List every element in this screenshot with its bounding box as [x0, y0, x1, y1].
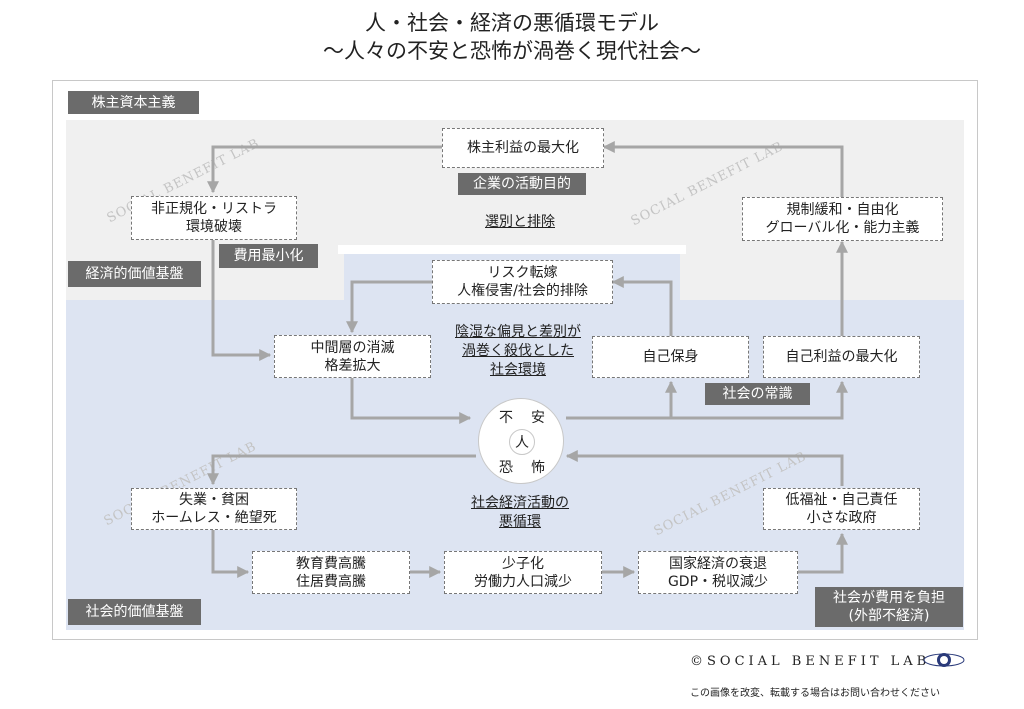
node-line: 株主利益の最大化 [467, 140, 579, 156]
node-line: GDP・税収減少 [667, 573, 769, 590]
diagram-title: 人・社会・経済の悪循環モデル [365, 11, 659, 35]
arrow-dereg-to-profit [602, 141, 844, 197]
arrow-unemploy-to-costs [211, 530, 250, 578]
caption-line: 社会経済活動の [471, 495, 569, 511]
caption-line: 渦巻く殺伐とした [462, 343, 574, 359]
tag-line: (外部不経済) [848, 608, 930, 624]
node-cost-cutting: 非正規化・リストラ 環境破壊 [131, 196, 297, 240]
caption-line: 陰湿な偏見と差別が [455, 324, 581, 340]
arrow-welfare-to-center [565, 450, 844, 486]
arrow-middle-to-center [350, 378, 472, 424]
node-shareholder-profit: 株主利益の最大化 [442, 128, 604, 168]
center-char: 恐 [499, 460, 513, 476]
arrow-selfprotect-to-risk [611, 276, 673, 336]
logo-emblem-icon [923, 653, 965, 667]
node-low-welfare: 低福祉・自己責任 小さな政府 [763, 488, 920, 530]
node-middle-class: 中間層の消滅 格差拡大 [274, 335, 431, 378]
section-shareholder-capitalism: 株主資本主義 [68, 91, 199, 114]
node-deregulation: 規制緩和・自由化 グローバル化・能力主義 [742, 197, 943, 241]
node-line: 住居費高騰 [296, 573, 366, 590]
node-economic-decline: 国家経済の衰退 GDP・税収減少 [638, 551, 798, 594]
tag-cost-minimization: 費用最小化 [219, 244, 318, 268]
node-line: 国家経済の衰退 [669, 555, 767, 572]
center-char: 人 [515, 435, 529, 451]
tag-line: 社会が費用を負担 [833, 590, 945, 606]
arrow-center-to-selfinterest [671, 380, 848, 420]
node-line: 低福祉・自己責任 [785, 492, 898, 508]
section-economic-foundation: 経済的価値基盤 [68, 261, 201, 287]
node-line: 失業・貧困 [179, 492, 249, 508]
center-char: 不 [499, 410, 513, 426]
node-line: 非正規化・リストラ [151, 201, 277, 217]
center-char: 安 [531, 410, 545, 426]
band-divider [338, 245, 686, 254]
node-rising-costs: 教育費高騰 住居費高騰 [252, 551, 410, 594]
node-line: リスク転嫁 [487, 265, 558, 281]
tag-society-bears-cost: 社会が費用を負担 (外部不経済) [815, 587, 963, 627]
node-line: 人権侵害/社会的排除 [457, 283, 588, 299]
center-ring [509, 429, 535, 455]
node-line: 少子化 [502, 555, 544, 572]
node-unemployment: 失業・貧困 ホームレス・絶望死 [131, 488, 297, 530]
node-line: ホームレス・絶望死 [151, 510, 277, 526]
arrow-economy-to-welfare [798, 532, 848, 574]
center-anxiety-fear: 不 安 人 恐 怖 [478, 398, 564, 484]
node-line: グローバル化・能力主義 [765, 220, 920, 236]
node-line: 労働力人口減少 [474, 573, 572, 590]
section-social-foundation: 社会的価値基盤 [68, 599, 201, 625]
node-line: 中間層の消滅 [310, 339, 395, 356]
footer-note: この画像を改変、転載する場合はお問い合わせください [690, 688, 940, 699]
arrow-risk-to-middle [346, 280, 432, 334]
caption-prejudice: 陰湿な偏見と差別が 渦巻く殺伐とした 社会環境 [433, 323, 603, 380]
node-line: 規制緩和・自由化 [786, 202, 899, 218]
node-line: 自己利益の最大化 [785, 349, 898, 365]
node-self-protection: 自己保身 [592, 336, 749, 378]
caption-line: 悪循環 [499, 514, 541, 530]
node-line: 格差拡大 [324, 357, 381, 374]
node-line: 環境破壊 [186, 219, 242, 235]
diagram-subtitle: ～人々の不安と恐怖が渦巻く現代社会～ [323, 39, 701, 63]
node-self-interest: 自己利益の最大化 [763, 336, 920, 378]
node-risk-shifting: リスク転嫁 人権侵害/社会的排除 [432, 260, 613, 304]
caption-vicious-cycle: 社会経済活動の 悪循環 [450, 494, 590, 532]
arrow-center-to-selfprotect [566, 380, 677, 420]
node-line: 小さな政府 [806, 510, 877, 526]
caption-selection-exclusion: 選別と排除 [460, 213, 580, 232]
caption-line: 社会環境 [490, 362, 546, 378]
caption-line: 選別と排除 [485, 214, 555, 230]
arrow-costcut-to-middle [211, 240, 272, 361]
node-line: 教育費高騰 [296, 555, 366, 572]
footer-logo-text: ©SOCIAL BENEFIT LAB [690, 654, 931, 669]
node-low-birthrate: 少子化 労働力人口減少 [444, 551, 602, 594]
tag-corporate-goal: 企業の活動目的 [458, 173, 586, 195]
center-char: 怖 [531, 460, 545, 476]
arrow-profit-to-costcut [207, 145, 442, 194]
arrow-center-to-unemploy [207, 454, 476, 486]
node-line: 自己保身 [642, 349, 699, 365]
tag-social-norm: 社会の常識 [705, 383, 810, 405]
